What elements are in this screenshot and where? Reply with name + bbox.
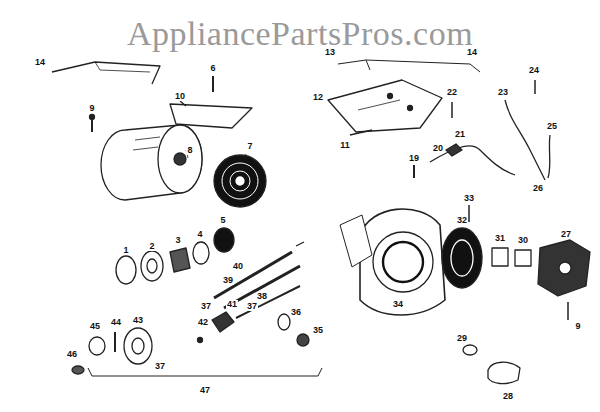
callout-number: 39 xyxy=(222,276,234,285)
callout-number: 11 xyxy=(339,141,351,150)
callout-number: 38 xyxy=(256,292,268,301)
callout-number: 33 xyxy=(463,194,475,203)
callout-number: 47 xyxy=(199,386,211,395)
callout-number: 31 xyxy=(494,234,506,243)
callout-number: 6 xyxy=(209,64,216,73)
callout-number: 13 xyxy=(324,48,336,57)
callout-number: 43 xyxy=(132,316,144,325)
watermark-text: AppliancePartsPros.com xyxy=(127,17,473,51)
callout-number: 42 xyxy=(197,318,209,327)
callout-number: 3 xyxy=(174,236,181,245)
callout-number: 34 xyxy=(392,300,404,309)
callout-number: 9 xyxy=(88,104,95,113)
callout-number: 41 xyxy=(226,300,238,309)
callout-number: 45 xyxy=(89,322,101,331)
callout-number: 2 xyxy=(148,242,155,251)
callout-number: 24 xyxy=(528,66,540,75)
callout-number: 9 xyxy=(574,322,581,331)
callout-number: 8 xyxy=(186,146,193,155)
callout-number: 26 xyxy=(532,184,544,193)
callout-number: 12 xyxy=(312,93,324,102)
callout-number: 19 xyxy=(408,154,420,163)
callout-number: 37 xyxy=(200,302,212,311)
callout-number: 7 xyxy=(246,142,253,151)
callout-number: 1 xyxy=(122,246,129,255)
callout-number: 10 xyxy=(174,92,186,101)
callout-number: 21 xyxy=(454,130,466,139)
callout-number: 37 xyxy=(154,362,166,371)
callout-number: 40 xyxy=(232,262,244,271)
callout-number: 14 xyxy=(466,48,478,57)
callout-number: 36 xyxy=(290,308,302,317)
callout-number: 29 xyxy=(456,334,468,343)
callout-number: 27 xyxy=(560,230,572,239)
callout-number: 5 xyxy=(219,216,226,225)
callout-number: 32 xyxy=(456,216,468,225)
callout-number: 44 xyxy=(110,318,122,327)
callout-number: 30 xyxy=(517,236,529,245)
callout-number: 22 xyxy=(446,88,458,97)
callout-number: 23 xyxy=(497,88,509,97)
callout-number: 4 xyxy=(196,230,203,239)
callout-number: 14 xyxy=(34,58,46,67)
callout-number: 35 xyxy=(312,326,324,335)
callout-number: 46 xyxy=(66,350,78,359)
callout-number: 25 xyxy=(546,122,558,131)
callout-number: 20 xyxy=(432,144,444,153)
callout-number: 28 xyxy=(502,392,514,401)
callout-number: 37 xyxy=(246,302,258,311)
